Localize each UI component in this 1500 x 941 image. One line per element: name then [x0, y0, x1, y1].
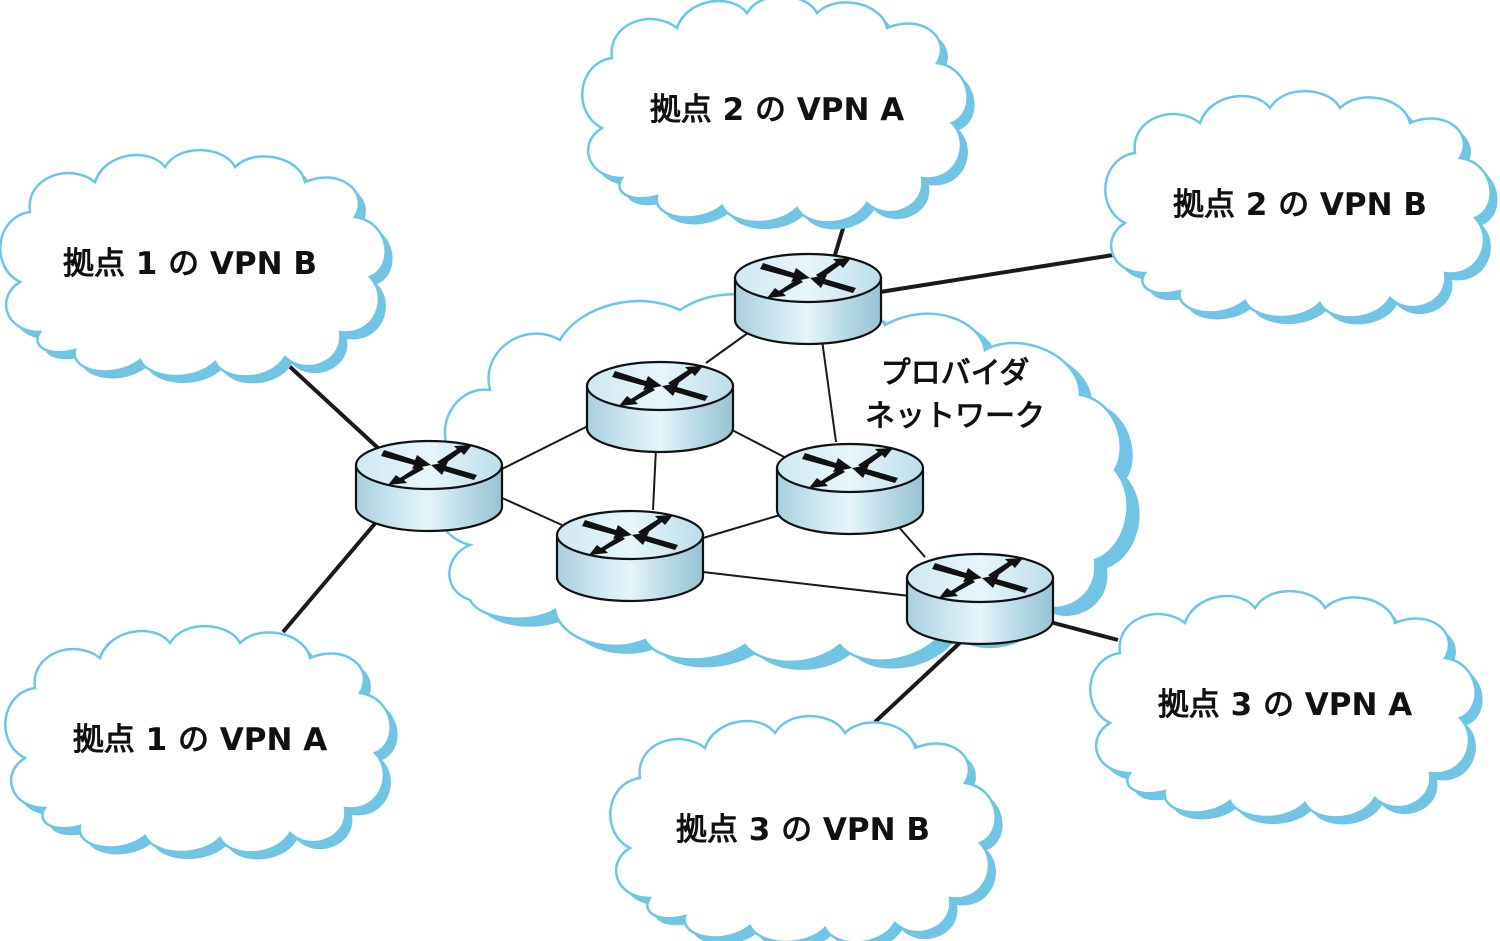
link-r_bottom_right-site3a	[1049, 620, 1119, 642]
link-r_left-r_mid_top	[499, 424, 591, 471]
link-r_top-r_center_right	[821, 339, 837, 443]
site-label: 拠点 3 の VPN B	[676, 812, 930, 848]
router-r_center_right	[775, 442, 925, 536]
link-r_center_right-r_bottom_right	[896, 524, 926, 558]
internal-links	[499, 329, 926, 597]
link-r_mid_top-r_center_right	[731, 429, 791, 461]
link-r_bottom_right-site3b	[873, 636, 967, 724]
router-r_bottom_right	[905, 552, 1055, 646]
provider-label-line2: ネットワーク	[865, 399, 1045, 434]
site-cloud-site3b: 拠点 3 の VPN B	[609, 714, 1003, 941]
site-cloud-site2a: 拠点 2 の VPN A	[581, 0, 975, 230]
site-cloud-site3a: 拠点 3 の VPN A	[1089, 589, 1483, 825]
link-r_mid_top-r_top	[705, 329, 753, 364]
router-icon	[354, 439, 504, 533]
link-r_top-site2b	[879, 250, 1133, 294]
router-icon	[905, 552, 1055, 646]
link-r_left-r_mid_bottom	[499, 496, 563, 526]
site-label: 拠点 2 の VPN B	[1173, 187, 1427, 223]
router-icon	[775, 442, 925, 536]
router-r_mid_bottom	[555, 509, 705, 603]
router-icon	[733, 252, 883, 346]
site-label: 拠点 1 の VPN A	[73, 722, 327, 758]
router-r_left	[354, 439, 504, 533]
site-cloud-site1b: 拠点 1 の VPN B	[0, 148, 393, 384]
site-cloud-site2b: 拠点 2 の VPN B	[1104, 89, 1498, 325]
link-r_mid_bottom-r_bottom_right	[702, 571, 911, 597]
link-r_left-site1b	[286, 363, 380, 450]
provider-label-line1: プロバイダ	[881, 356, 1030, 391]
link-r_mid_bottom-r_center_right	[702, 514, 781, 539]
link-r_mid_top-r_mid_bottom	[652, 447, 657, 511]
link-r_left-site1a	[281, 518, 380, 634]
router-icon	[585, 360, 735, 454]
router-r_top	[733, 252, 883, 346]
router-icon	[555, 509, 705, 603]
router-r_mid_top	[585, 360, 735, 454]
site-label: 拠点 2 の VPN A	[650, 92, 904, 128]
site-cloud-site1a: 拠点 1 の VPN A	[4, 624, 398, 860]
site-label: 拠点 1 の VPN B	[63, 246, 317, 282]
site-label: 拠点 3 の VPN A	[1158, 687, 1412, 723]
